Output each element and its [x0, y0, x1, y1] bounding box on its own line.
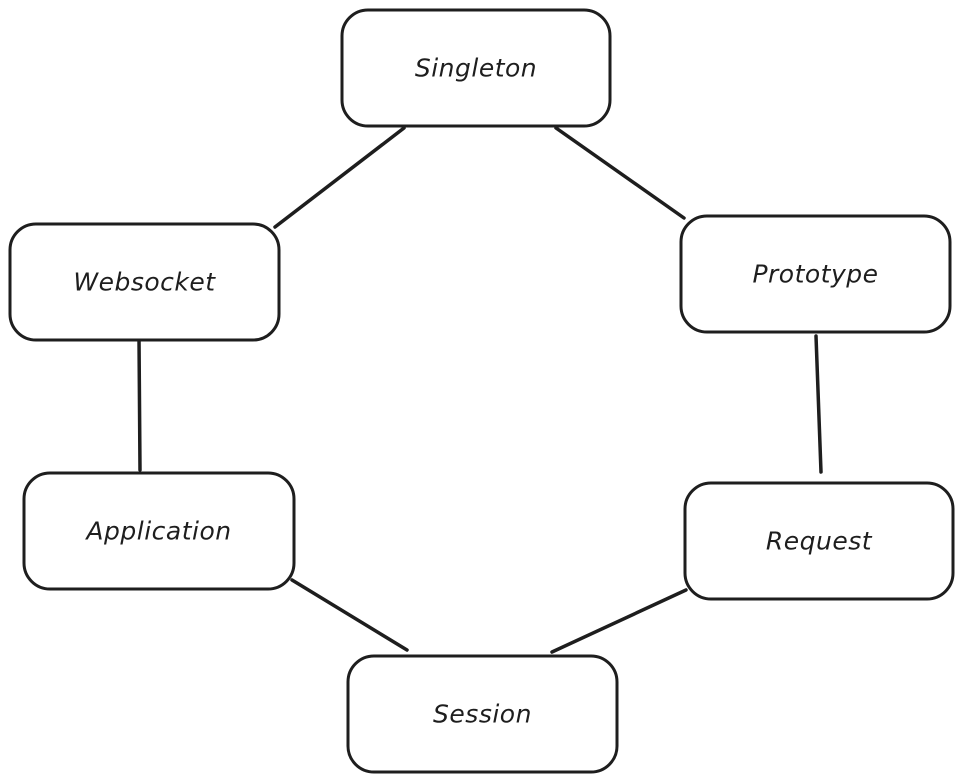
edge-websocket-singleton — [273, 126, 406, 229]
node-box-application — [22, 471, 296, 591]
node-session: Session — [346, 654, 619, 774]
node-box-websocket — [8, 222, 281, 342]
node-box-singleton — [340, 8, 612, 128]
node-box-prototype — [679, 214, 952, 334]
edge-application-websocket — [137, 336, 142, 472]
edge-prototype-request — [814, 334, 823, 474]
node-application: Application — [22, 471, 296, 591]
node-singleton: Singleton — [340, 8, 612, 128]
node-label-prototype: Prototype — [752, 260, 878, 289]
node-label-session: Session — [433, 700, 532, 729]
node-box-request — [683, 481, 955, 601]
node-request: Request — [683, 481, 955, 601]
edges-layer — [137, 126, 823, 654]
edge-request-session — [550, 588, 688, 654]
node-prototype: Prototype — [679, 214, 952, 334]
node-label-websocket: Websocket — [73, 268, 216, 297]
node-label-request: Request — [766, 527, 873, 556]
edge-singleton-prototype — [554, 126, 686, 220]
node-box-session — [346, 654, 619, 774]
node-label-singleton: Singleton — [415, 54, 537, 83]
edge-session-application — [290, 578, 409, 652]
node-websocket: Websocket — [8, 222, 281, 342]
node-label-application: Application — [84, 517, 231, 546]
